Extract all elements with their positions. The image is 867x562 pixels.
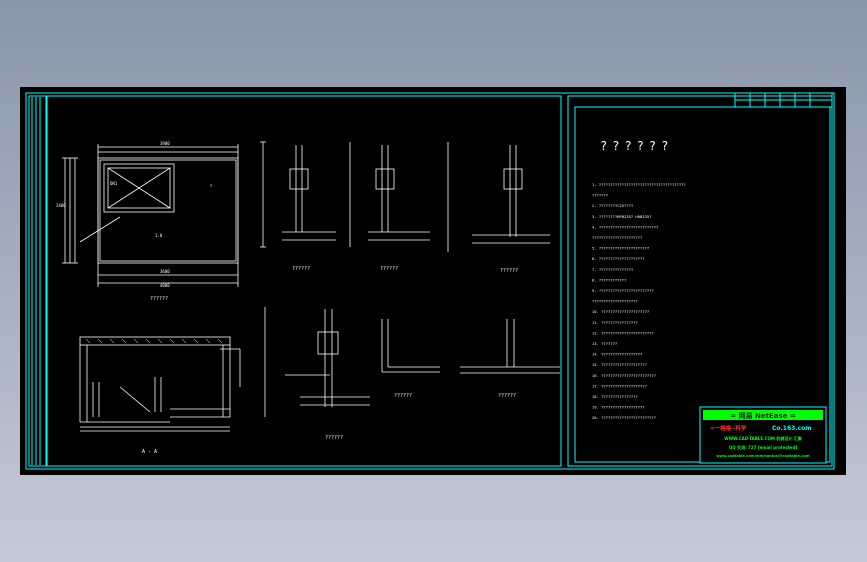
detail-3-label: ?????? [500,268,518,274]
detail-5-label: ?????? [394,393,412,399]
detail-3 [447,142,550,252]
note-line: 14. ?????????????????? [592,352,642,357]
note-line: 13. ??????? [592,341,617,346]
note-line: 4. ?????????????????????????? [592,224,658,229]
note-line: 12. ??????????????????????? [592,330,654,335]
watermark-stamp: = 网易 NetEase = =一格格 -科学 Co.163.com WWW.C… [699,406,827,464]
note-line: 18. ???????????????? [592,394,638,399]
note-line: 10. ????????????????????? [592,309,649,314]
detail-2-label: ?????? [380,266,398,272]
watermark-line4: www.cadtable.com/mechanical@cadtable.com [716,454,810,458]
note-line: 9. ???????????????????????? [592,288,654,293]
note-line: 3. ????????HPB235? HRB335? [592,214,651,219]
section-aa-hatch [85,338,223,344]
note-line: 7. ??????????????? [592,267,633,272]
note-line: ???????????????????? [592,299,638,304]
note-line: 6. ???????????????????? [592,256,645,261]
note-line: 2. ????????C25???? [592,203,633,208]
watermark-header: = 网易 NetEase = [730,411,796,420]
svg-text:1.0: 1.0 [155,233,163,238]
watermark-line3: QQ 交流: 727 [email protected] [729,444,798,450]
note-line: 20. ???????????????????????? [592,415,656,420]
note-line: 1. ?????????????????????????????????????… [592,182,686,187]
detail-1-label: ?????? [292,266,310,272]
detail-6-label: ?????? [498,393,516,399]
note-line: 8. ???????????? [592,277,626,282]
svg-text:4000: 4000 [160,283,170,288]
note-line: 19. ??????????????????? [592,405,645,410]
watermark-line1-cyan: Co.163.com [772,425,812,432]
detail-5 [381,319,440,373]
note-line: ??????? [592,193,608,198]
sump-pit [103,163,175,213]
right-notes-frame [567,95,833,467]
plan-label: ?????? [150,296,168,302]
detail-4 [264,307,370,417]
notes-title: ?????? [600,139,673,153]
detail-6 [460,319,560,374]
detail-1 [260,141,336,248]
plan-dim-text: 3900 3600 4000 DN1 1.0 2400 ▽ [56,141,213,288]
plan-view [62,144,239,287]
svg-text:DN1: DN1 [110,181,118,186]
detail-4-label: ?????? [325,435,343,441]
svg-text:3600: 3600 [160,269,170,274]
cad-drawing-viewport[interactable]: 3900 3600 4000 DN1 1.0 2400 ▽ [20,87,846,475]
note-line: ?????????????????????? [592,235,642,240]
detail-2 [349,142,430,247]
left-title-strip [28,95,47,467]
svg-text:3900: 3900 [160,141,170,146]
watermark-line2: WWW.CAD-TABLE.COM 机械设计 汇集 [724,435,802,441]
drawing-sheet: 3900 3600 4000 DN1 1.0 2400 ▽ [25,92,835,470]
note-line: 17. ???????????????????? [592,383,647,388]
section-aa-label: A - A [142,449,157,455]
detail-labels: ?????? A - A ?????? ?????? ?????? ??????… [142,266,518,455]
note-line: 16. ???????????????????????? [592,373,656,378]
watermark-line1-red: =一格格 -科学 [710,424,747,432]
svg-text:▽: ▽ [210,183,213,188]
note-line: 15. ???????????????????? [592,362,647,367]
svg-text:2400: 2400 [56,203,66,208]
section-aa-view [79,336,241,432]
note-line: 11. ???????????????? [592,320,638,325]
note-line: 5. ?????????????????????? [592,246,649,251]
notes-list: 1. ?????????????????????????????????????… [592,182,686,420]
sheet-frame [25,92,835,470]
left-drawing-frame [46,95,562,467]
